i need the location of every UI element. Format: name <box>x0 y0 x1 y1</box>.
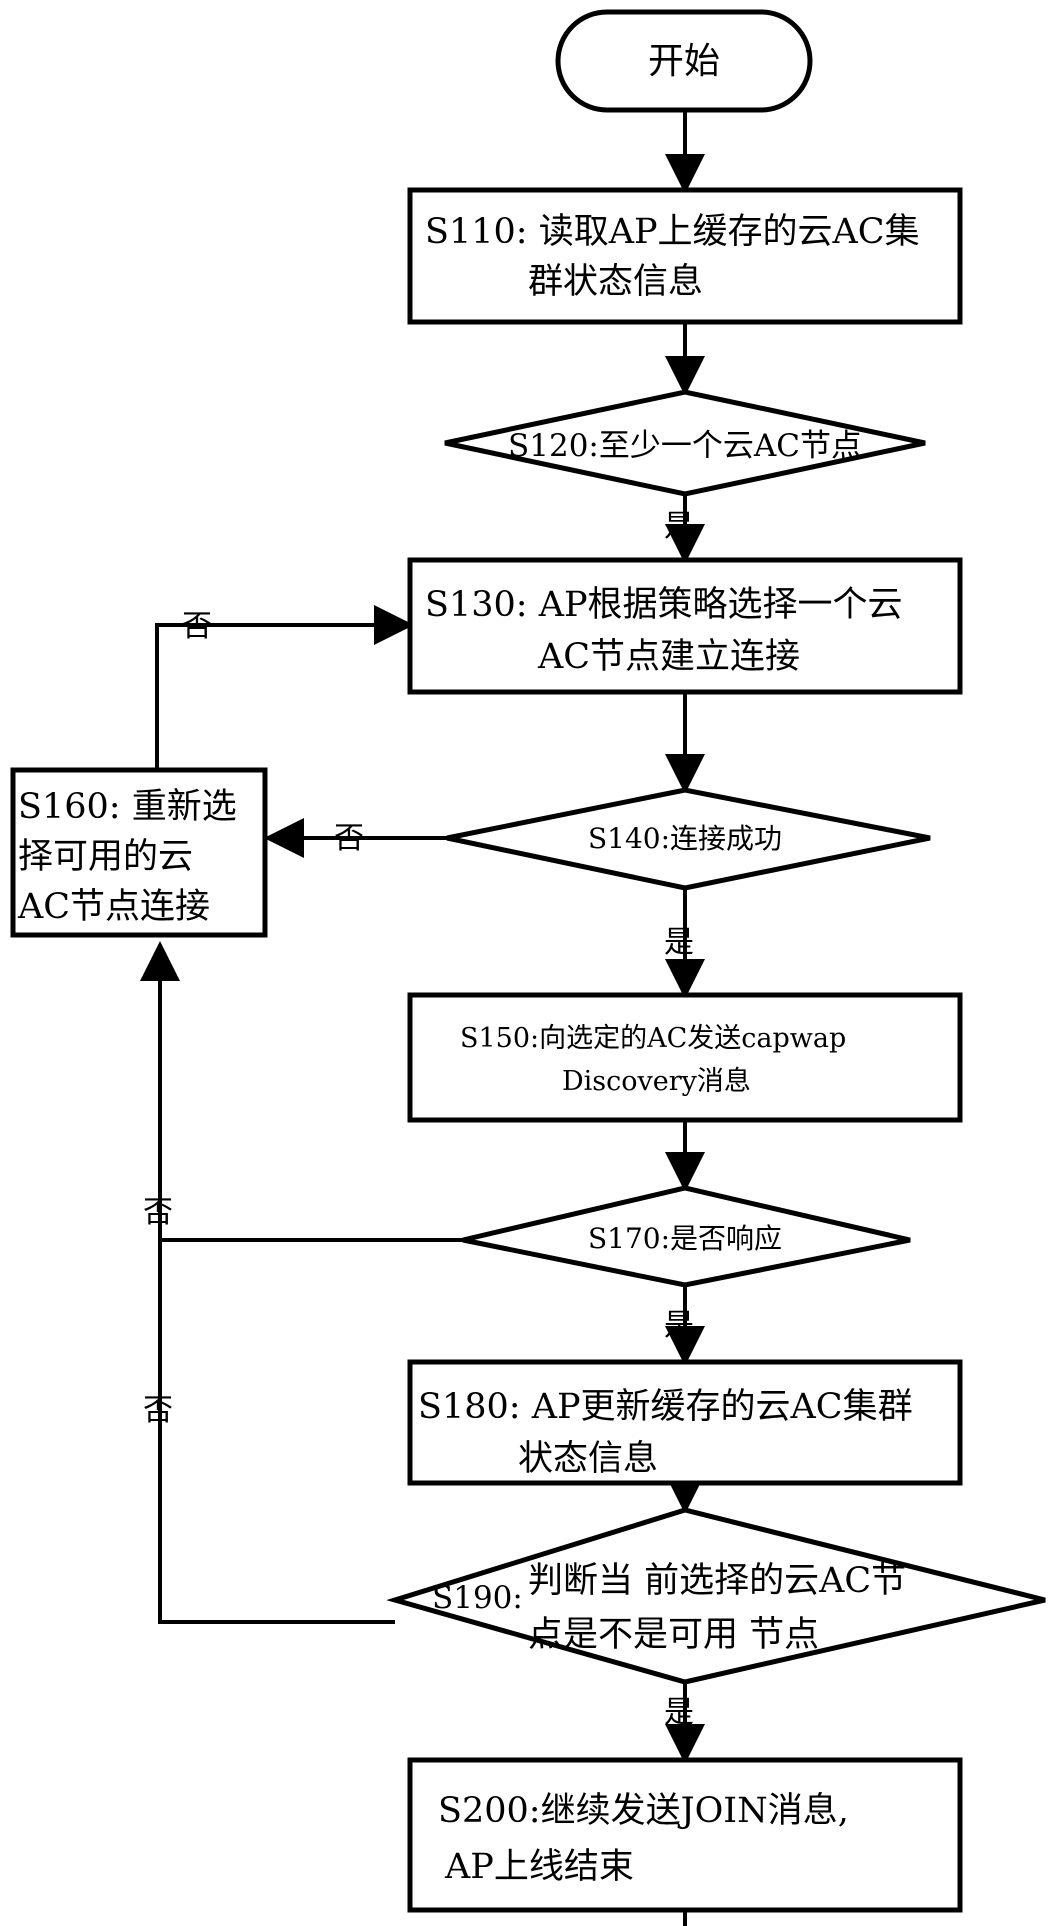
yes-label-s190: 是 <box>664 1695 694 1730</box>
s200-box <box>410 1760 960 1910</box>
s160-line3: AC节点连接 <box>17 887 210 927</box>
s130-line2: AC节点建立连接 <box>537 637 800 677</box>
s150-line2: Discovery消息 <box>562 1066 751 1097</box>
s160-line2: 择可用的云 <box>18 837 193 877</box>
yes-label-s140: 是 <box>664 925 694 960</box>
s170-label: S170:是否响应 <box>588 1222 782 1255</box>
s120-label: S120:至少一个云AC节点 <box>508 428 862 464</box>
s200-line1: S200:继续发送JOIN消息, <box>438 1791 849 1831</box>
s190-prefix: S190: <box>432 1580 523 1616</box>
edge-s160-s130 <box>157 625 410 770</box>
edge-s190-loop <box>160 1240 395 1622</box>
s160-line1: S160: 重新选 <box>18 787 237 827</box>
s110-line1: S110: 读取AP上缓存的云AC集 <box>425 212 920 252</box>
s180-line2: 状态信息 <box>518 1439 658 1479</box>
yes-label-s170: 是 <box>664 1308 694 1343</box>
s110-line2: 群状态信息 <box>528 262 703 302</box>
s150-line1: S150:向选定的AC发送capwap <box>460 1023 846 1054</box>
s190-line2: 点是不是可用 节点 <box>528 1615 819 1655</box>
no-label-s170: 否 <box>143 1195 173 1230</box>
yes-label-s120: 是 <box>664 509 694 544</box>
s140-label: S140:连接成功 <box>588 822 782 855</box>
no-label-s190: 否 <box>143 1393 173 1428</box>
s200-line2: AP上线结束 <box>444 1847 634 1887</box>
s110-box <box>410 190 960 322</box>
s180-line1: S180: AP更新缓存的云AC集群 <box>418 1387 913 1427</box>
s150-box <box>410 995 960 1120</box>
no-label-s140: 否 <box>334 821 364 856</box>
no-label-s130: 否 <box>182 609 212 644</box>
s190-line1: 判断当 前选择的云AC节 <box>528 1561 906 1601</box>
s130-line1: S130: AP根据策略选择一个云 <box>425 585 903 625</box>
start-label: 开始 <box>648 41 720 82</box>
